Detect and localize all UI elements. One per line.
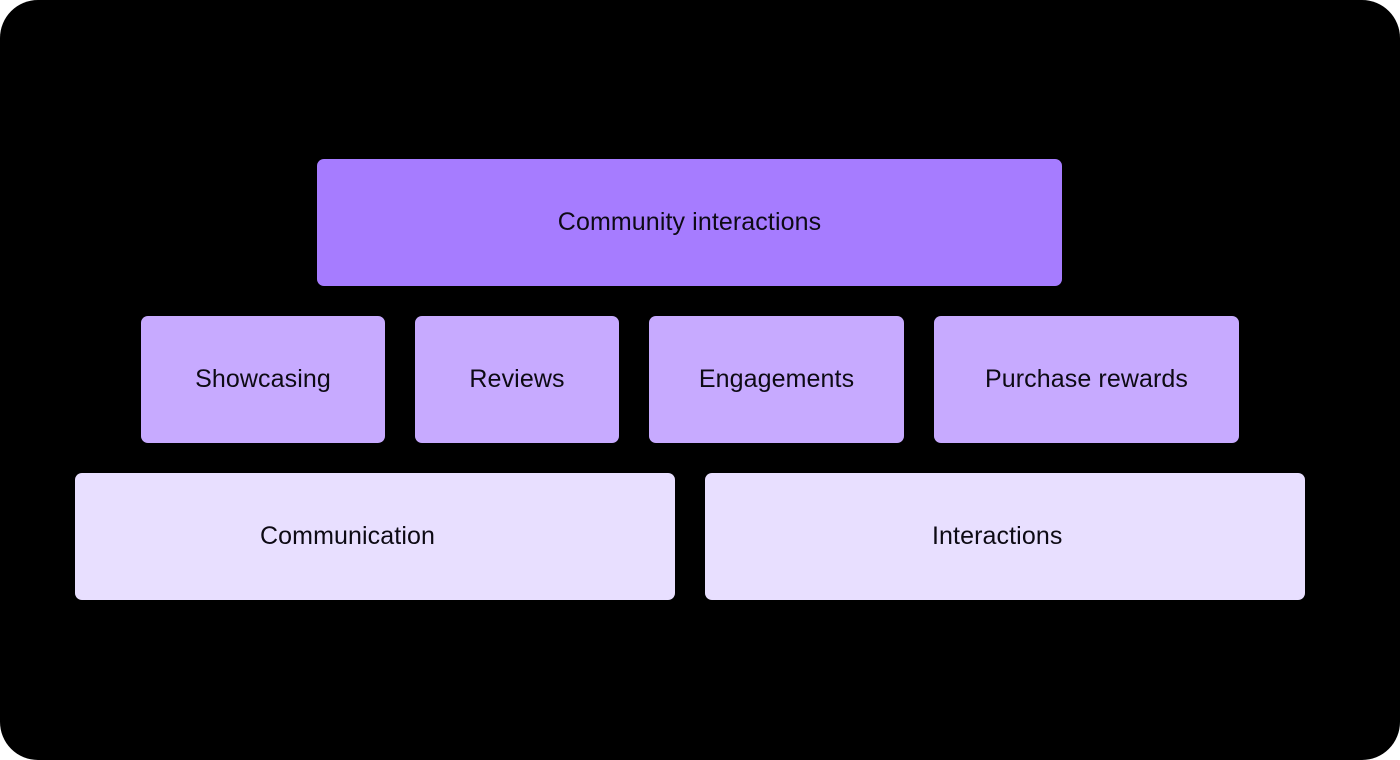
block-interactions: Interactions (705, 473, 1305, 600)
block-communication: Communication (75, 473, 675, 600)
block-label: Engagements (698, 365, 855, 393)
block-label: Reviews (469, 365, 565, 393)
block-label: Showcasing (195, 365, 331, 393)
block-label: Communication (260, 522, 435, 550)
block-label: Community interactions (557, 208, 822, 236)
block-purchase-rewards: Purchase rewards (934, 316, 1239, 443)
block-showcasing: Showcasing (141, 316, 385, 443)
block-engagements: Engagements (649, 316, 904, 443)
block-label: Purchase rewards (984, 365, 1189, 393)
block-label: Interactions (932, 522, 1063, 550)
block-reviews: Reviews (415, 316, 619, 443)
block-community-interactions: Community interactions (317, 159, 1062, 286)
